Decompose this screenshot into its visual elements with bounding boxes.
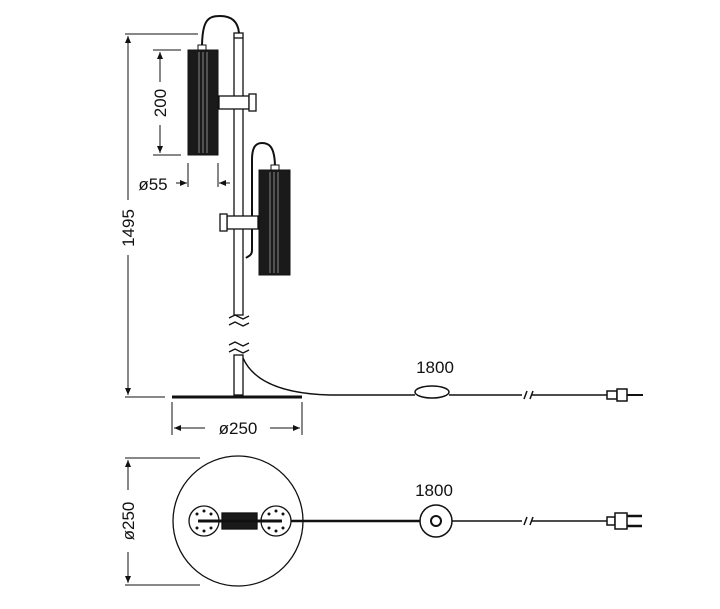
height-label: 1495	[119, 209, 138, 247]
power-cord-side	[242, 357, 643, 402]
cord-length-label: 1800	[416, 358, 454, 377]
lower-lamp-head	[219, 141, 291, 276]
top-view-diameter-label: ø250	[119, 502, 138, 541]
upper-lamp-head	[187, 14, 257, 156]
lamp-length-dimension	[153, 49, 181, 156]
foot-switch	[419, 504, 453, 538]
top-view-cord-length-label: 1800	[415, 481, 453, 500]
lamp-diameter-label: ø55	[138, 175, 167, 194]
lamp-length-label: 200	[151, 89, 170, 117]
lamp-diameter-dimension	[176, 163, 230, 187]
top-view-diameter-dimension	[125, 457, 200, 586]
base-diameter-dimension	[171, 402, 303, 435]
lamp-pole	[228, 32, 250, 396]
power-cord-top	[291, 504, 642, 538]
height-dimension	[125, 33, 198, 398]
base-diameter-label: ø250	[219, 419, 258, 438]
top-view-base	[172, 455, 304, 587]
